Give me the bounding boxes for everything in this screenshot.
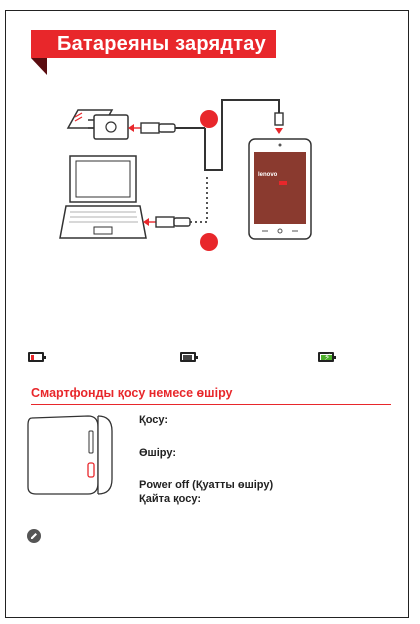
charging-cable <box>204 99 280 171</box>
banner-fold <box>31 58 47 75</box>
step-marker-2 <box>200 233 218 251</box>
charger-adapter-icon <box>88 114 129 140</box>
power-off-option-label: Power off (Қуатты өшіру) <box>139 479 274 491</box>
phone-side-buttons-illustration <box>27 415 113 495</box>
micro-usb-plug-icon <box>274 112 284 134</box>
battery-charging-full-icon: ⚡ <box>318 352 336 362</box>
turn-off-label: Өшіру: <box>139 447 176 459</box>
title-banner <box>31 30 276 58</box>
restart-label: Қайта қосу: <box>139 493 201 505</box>
page-frame <box>5 10 409 618</box>
page-title: Батареяны зарядтау <box>57 33 266 55</box>
usb-plug-top-icon <box>128 122 205 134</box>
section-title: Смартфонды қосу немесе өшіру <box>31 386 233 400</box>
smartphone-icon: lenovo <box>248 138 312 240</box>
battery-low-icon <box>28 352 46 362</box>
pencil-icon <box>27 529 41 543</box>
battery-medium-icon <box>180 352 198 362</box>
step-marker-1 <box>200 110 218 128</box>
section-divider <box>31 404 391 405</box>
usb-cable-dotted <box>190 176 208 223</box>
laptop-icon <box>59 155 147 239</box>
usb-plug-bottom-icon <box>143 216 191 228</box>
svg-text:lenovo: lenovo <box>258 172 278 178</box>
turn-on-label: Қосу: <box>139 414 169 426</box>
charging-diagram: lenovo <box>59 99 312 251</box>
